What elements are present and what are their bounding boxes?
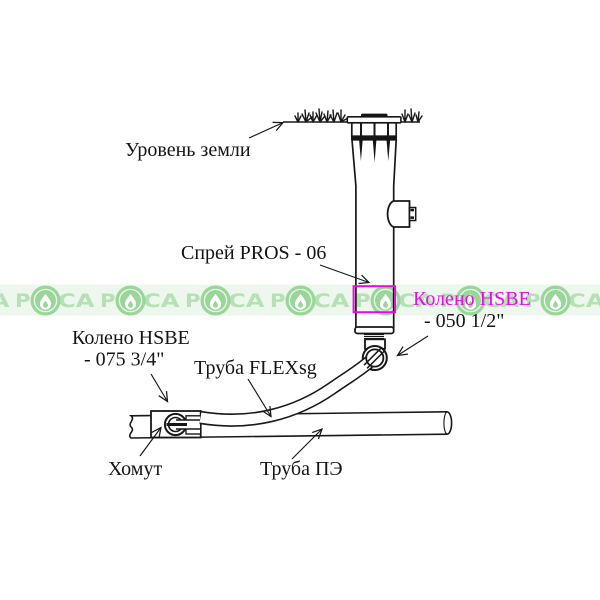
label-spray: Спрей PROS - 06: [181, 242, 326, 264]
watermark-letters-ca: СА: [0, 290, 10, 312]
grass-tuft: [408, 108, 416, 123]
grass-tuft: [315, 108, 326, 123]
elbow-bore-line: [363, 346, 383, 366]
label-flex-pipe: Труба FLEXsg: [194, 357, 317, 379]
grass-tuft: [329, 109, 338, 123]
thread-block: [364, 333, 384, 340]
label-pe-pipe: Труба ПЭ: [260, 458, 343, 480]
pe-pipe-end-line: [443, 411, 448, 435]
watermark-logo: [115, 285, 146, 316]
flex-tube: [199, 355, 376, 427]
grass-tuft: [301, 109, 313, 123]
arrow-elbow-050: [396, 335, 429, 357]
label-elbow-075-line1: Колено HSBE: [72, 327, 190, 349]
watermark-letter-p: Р: [100, 290, 116, 312]
watermark-band: Р СА Р СА Р СА Р СА: [0, 284, 600, 316]
sprinkler-cap-knob: [361, 113, 388, 118]
watermark-drop-inner-icon: [382, 300, 389, 308]
grass-tuft: [401, 109, 409, 123]
label-elbow-075-line2: - 075 3/4": [84, 349, 164, 371]
watermark-letters-ca: СА: [143, 290, 180, 312]
watermark-letters-ca: СА: [313, 290, 350, 312]
grass-tuft: [337, 109, 349, 123]
highlight-rect: [352, 285, 397, 314]
sprinkler-bottom-cap: [354, 326, 395, 335]
flex-tube-fill: [199, 356, 375, 426]
watermark-logo-ring: [115, 285, 146, 316]
arrow-clamp: [139, 426, 162, 457]
grass-tuft: [309, 111, 318, 123]
sprinkler-ribs: [359, 140, 391, 163]
grass-tuft: [323, 110, 332, 123]
right-elbow-bore: [363, 346, 386, 369]
arrow-ground-level: [248, 121, 285, 139]
watermark-letters-ca: СА: [483, 290, 520, 312]
sprinkler-spike: [359, 140, 363, 161]
elbow-bore-line: [366, 349, 386, 369]
watermark-drop-inner-icon: [212, 300, 219, 308]
label-ground-level: Уровень земли: [125, 139, 251, 161]
watermark-logo-ring: [540, 285, 571, 316]
sprinkler-spike: [386, 140, 391, 161]
side-port-pin: [410, 208, 414, 212]
watermark-drop-inner-icon: [467, 300, 474, 308]
label-elbow-050-line1: Колено HSBE: [413, 288, 531, 310]
grass-tuft: [415, 111, 423, 123]
sprinkler-cap-flange: [346, 116, 402, 124]
side-port-pin: [410, 216, 414, 219]
watermark-letters-ca: СА: [58, 290, 95, 312]
watermark-drop-inner-icon: [297, 300, 304, 308]
side-port: [386, 200, 411, 228]
sprinkler-band: [351, 136, 397, 140]
watermark-logo: [540, 285, 571, 316]
watermark-drop-inner-icon: [42, 300, 49, 308]
watermark-letter-p: Р: [270, 290, 286, 312]
left-elbow-slot: [175, 420, 200, 429]
side-port-connector: [408, 206, 417, 222]
watermark-logo: [285, 285, 316, 316]
watermark-letters-ca: СА: [228, 290, 265, 312]
label-clamp: Хомут: [108, 458, 162, 480]
arrow-pe-pipe: [291, 427, 324, 460]
grass-left: [294, 108, 349, 123]
watermark-letters-ca: СА: [568, 290, 600, 312]
arrow-elbow-075: [150, 373, 169, 403]
arrow-flex-pipe: [247, 378, 272, 418]
watermark-logo-ring: [200, 285, 231, 316]
watermark-letter-p: Р: [440, 290, 456, 312]
grass-right: [401, 108, 423, 123]
grass-tuft: [294, 112, 302, 123]
arrow-spray: [319, 264, 371, 285]
highlight-overlay: Колено HSBE: [352, 285, 531, 314]
watermark-logo-ring: [30, 285, 61, 316]
watermark-letter-p: Р: [15, 290, 31, 312]
watermark-logo: [30, 285, 61, 316]
watermark-drop-inner-icon: [552, 300, 559, 308]
right-elbow-ring-inner: [365, 348, 385, 368]
watermark-drop-inner-icon: [127, 300, 134, 308]
leader-arrows: [139, 121, 429, 460]
watermark-logo: [455, 285, 486, 316]
watermark-letter-p: Р: [185, 290, 201, 312]
watermark-logo: [200, 285, 231, 316]
watermark-letters-ca: СА: [398, 290, 435, 312]
threaded-inlet: [364, 333, 384, 340]
sprinkler-spike: [372, 140, 377, 163]
watermark-logo-ring: [455, 285, 486, 316]
drawing-layer: Уровень земли Спрей PROS - 06 Колено HSB…: [72, 108, 504, 480]
watermark-letter-p: Р: [525, 290, 541, 312]
watermark-logo-ring: [285, 285, 316, 316]
watermark-letter-p: Р: [355, 290, 371, 312]
